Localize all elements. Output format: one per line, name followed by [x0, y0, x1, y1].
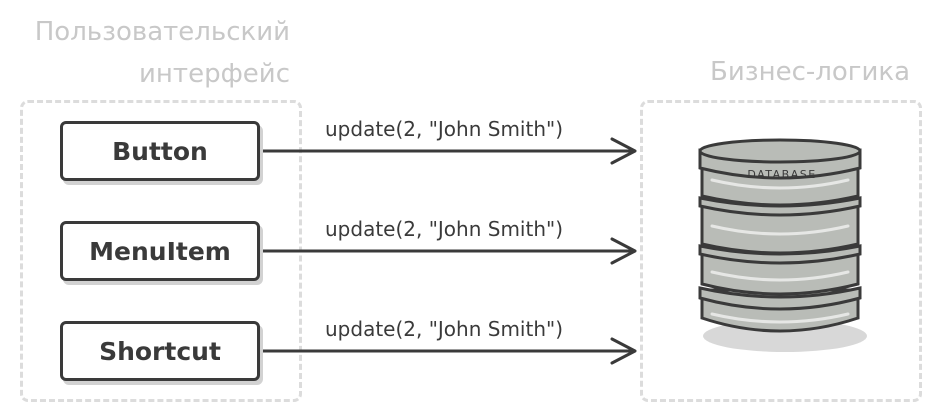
menuitem-element: MenuItem — [60, 221, 260, 281]
arrow-1 — [260, 137, 637, 165]
arrow-3 — [260, 337, 637, 365]
call-label-2: update(2, "John Smith") — [325, 217, 564, 241]
ui-section-label: Пользовательский интерфейс — [34, 17, 290, 89]
business-logic-group-box — [640, 100, 922, 402]
shortcut-element: Shortcut — [60, 321, 260, 381]
database-icon — [698, 138, 867, 352]
database-label: DATABASE — [747, 168, 816, 181]
button-element: Button — [60, 121, 260, 181]
business-logic-label: Бизнес-логика — [710, 57, 910, 87]
call-label-1: update(2, "John Smith") — [325, 117, 564, 141]
call-label-3: update(2, "John Smith") — [325, 317, 564, 341]
arrow-2 — [260, 237, 637, 265]
